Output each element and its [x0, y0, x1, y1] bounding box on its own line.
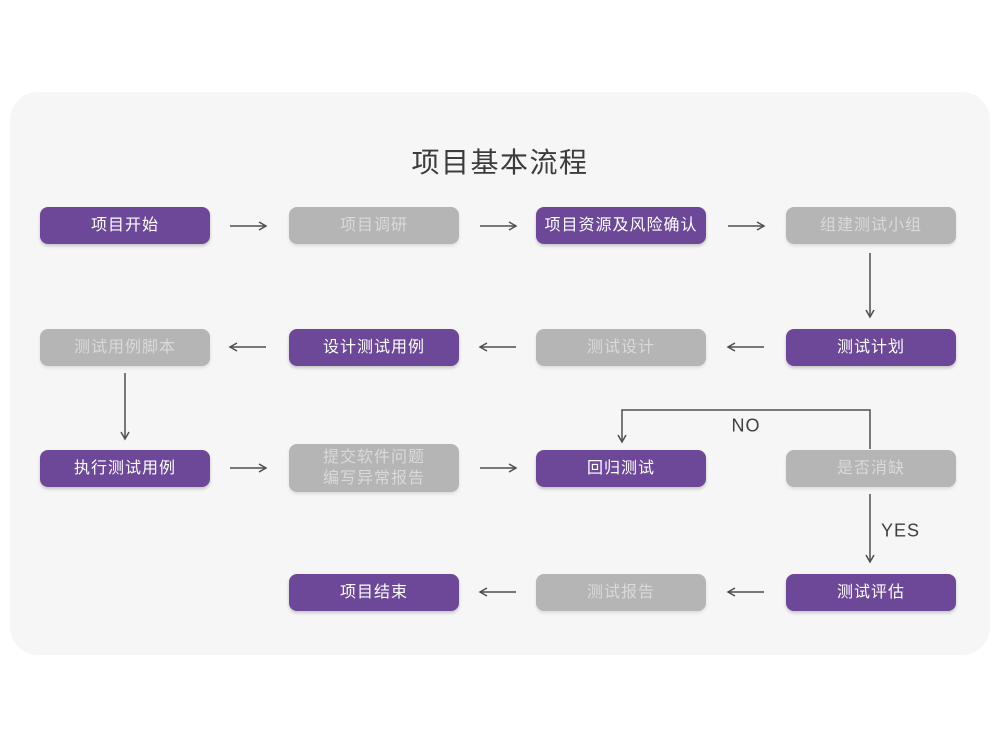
node-resources-risk-confirm: 项目资源及风险确认: [536, 207, 706, 244]
node-defect-cleared: 是否消缺: [786, 450, 956, 487]
edge-label-no: NO: [731, 415, 761, 436]
node-submit-issues-report: 提交软件问题 编写异常报告: [289, 444, 459, 492]
page-title: 项目基本流程: [411, 147, 589, 178]
node-project-start: 项目开始: [40, 207, 210, 244]
node-form-test-team: 组建测试小组: [786, 207, 956, 244]
node-project-research: 项目调研: [289, 207, 459, 244]
node-execute-test-cases: 执行测试用例: [40, 450, 210, 487]
flowchart-card: [10, 92, 990, 655]
node-test-evaluation: 测试评估: [786, 574, 956, 611]
node-design-test-cases: 设计测试用例: [289, 329, 459, 366]
node-regression-test: 回归测试: [536, 450, 706, 487]
node-project-end: 项目结束: [289, 574, 459, 611]
node-test-case-script: 测试用例脚本: [40, 329, 210, 366]
node-test-design: 测试设计: [536, 329, 706, 366]
node-test-report: 测试报告: [536, 574, 706, 611]
edge-label-yes: YES: [881, 520, 921, 541]
node-test-plan: 测试计划: [786, 329, 956, 366]
